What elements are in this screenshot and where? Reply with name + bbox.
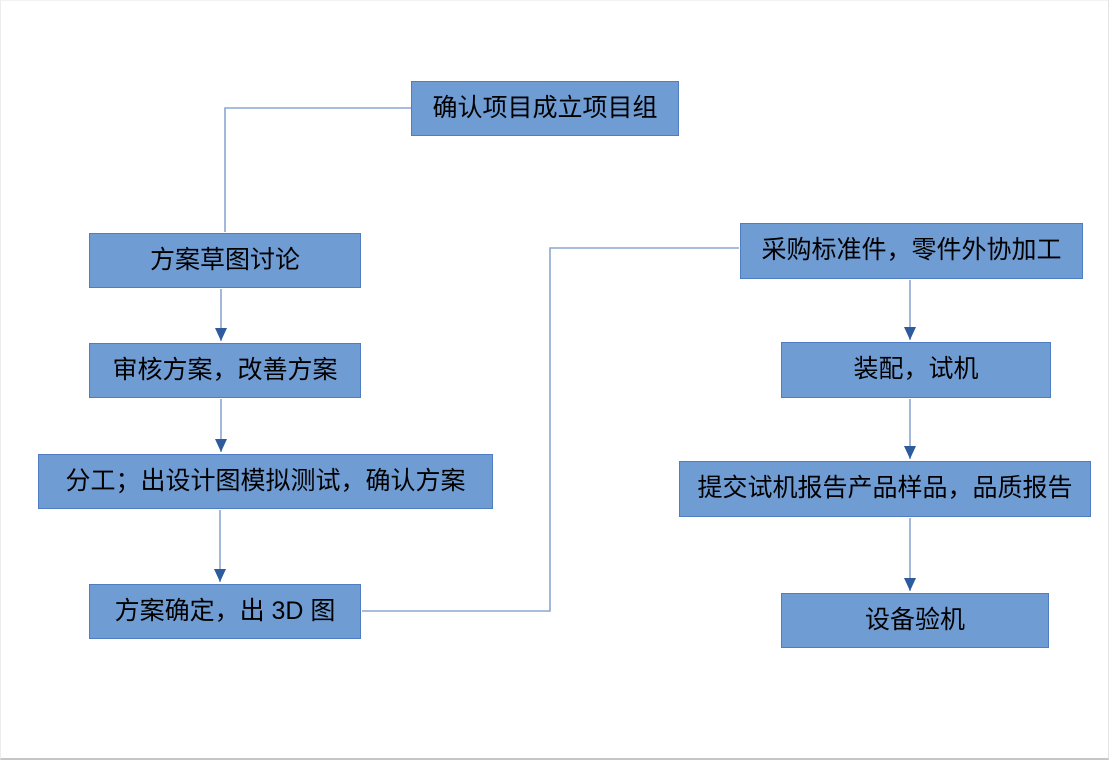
flow-node-sketch-discussion[interactable]: 方案草图讨论	[89, 233, 361, 288]
flow-node-label: 装配，试机	[853, 355, 979, 384]
edge-finalize-to-procurement[interactable]	[362, 247, 739, 612]
flow-node-submit-reports-samples[interactable]: 提交试机报告产品样品，品质报告	[679, 461, 1091, 517]
flow-node-assembly-trial-run[interactable]: 装配，试机	[781, 342, 1051, 398]
flow-node-label: 确认项目成立项目组	[432, 93, 658, 122]
flow-node-label: 方案确定，出 3D 图	[114, 596, 336, 625]
flow-node-label: 提交试机报告产品样品，品质报告	[697, 474, 1073, 503]
flow-node-procurement-outsourcing[interactable]: 采购标准件，零件外协加工	[740, 223, 1083, 279]
flow-node-confirm-project[interactable]: 确认项目成立项目组	[411, 81, 679, 136]
flow-node-equipment-acceptance[interactable]: 设备验机	[781, 593, 1049, 648]
flow-node-label: 设备验机	[864, 605, 965, 634]
flow-node-label: 方案草图讨论	[149, 245, 300, 274]
flow-node-review-improve[interactable]: 审核方案，改善方案	[89, 343, 361, 398]
flow-node-finalize-3d-drawing[interactable]: 方案确定，出 3D 图	[89, 584, 361, 639]
flow-node-label: 采购标准件，零件外协加工	[761, 236, 1062, 265]
flow-node-division-design-test[interactable]: 分工；出设计图模拟测试，确认方案	[38, 454, 493, 509]
flow-node-label: 审核方案，改善方案	[112, 355, 338, 384]
edge-confirm-to-sketch[interactable]	[224, 107, 411, 232]
flow-node-label: 分工；出设计图模拟测试，确认方案	[65, 466, 466, 495]
